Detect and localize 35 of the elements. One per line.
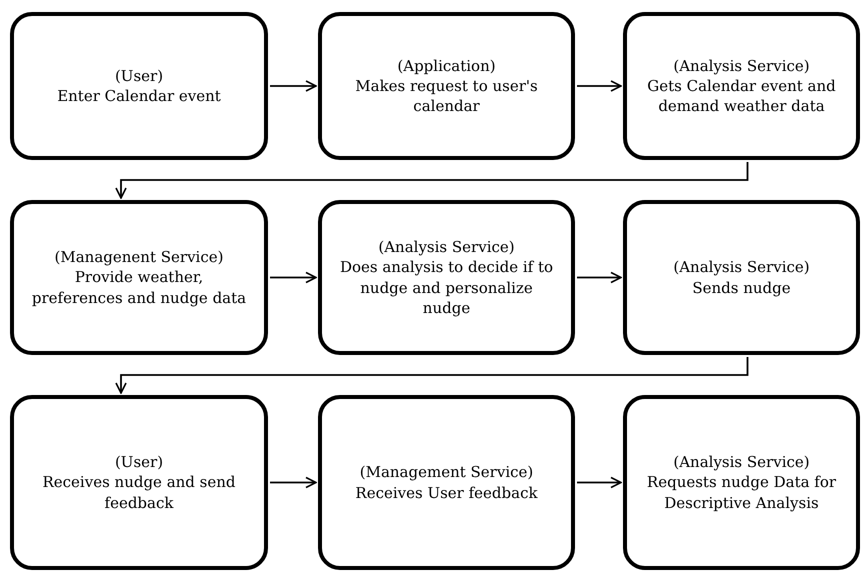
process-box bbox=[623, 200, 860, 355]
step-text: Receives User feedback bbox=[355, 482, 538, 503]
arrow bbox=[115, 162, 748, 199]
role-label: (Managenent Service) bbox=[54, 247, 224, 268]
role-label: (Analysis Service) bbox=[673, 452, 810, 472]
role-label: (User) bbox=[114, 66, 164, 86]
step-text: Gets Calendar event and demand weather data bbox=[646, 76, 837, 116]
arrow bbox=[270, 476, 317, 488]
role-label: (Management Service) bbox=[360, 462, 534, 482]
process-box bbox=[623, 12, 860, 160]
arrow bbox=[577, 272, 622, 284]
step-text: Requests nudge Data for Descriptive Analysis bbox=[646, 472, 838, 513]
process-box bbox=[318, 12, 575, 160]
step-text: Provide weather, preferences and nudge data bbox=[30, 267, 248, 308]
arrow bbox=[270, 80, 317, 92]
process-box bbox=[10, 200, 268, 355]
role-label: (Analysis Service) bbox=[378, 237, 515, 258]
step-text: Receives nudge and send feedback bbox=[41, 472, 237, 513]
process-box bbox=[623, 395, 860, 570]
process-box bbox=[318, 200, 575, 355]
role-label: (Analysis Service) bbox=[673, 257, 810, 278]
role-label: (Analysis Service) bbox=[673, 56, 810, 76]
role-label: (User) bbox=[114, 452, 164, 472]
process-box bbox=[318, 395, 575, 570]
arrow bbox=[577, 80, 622, 92]
arrow bbox=[577, 476, 622, 488]
process-box bbox=[10, 12, 268, 160]
step-text: Makes request to user's calendar bbox=[354, 76, 539, 116]
process-box bbox=[10, 395, 268, 570]
step-text: Enter Calendar event bbox=[57, 86, 221, 106]
step-text: Does analysis to decide if to nudge and personalize nudge bbox=[338, 257, 554, 318]
arrow bbox=[115, 357, 748, 394]
role-label: (Application) bbox=[397, 56, 496, 76]
step-text: Sends nudge bbox=[692, 278, 791, 298]
arrow bbox=[270, 272, 317, 284]
